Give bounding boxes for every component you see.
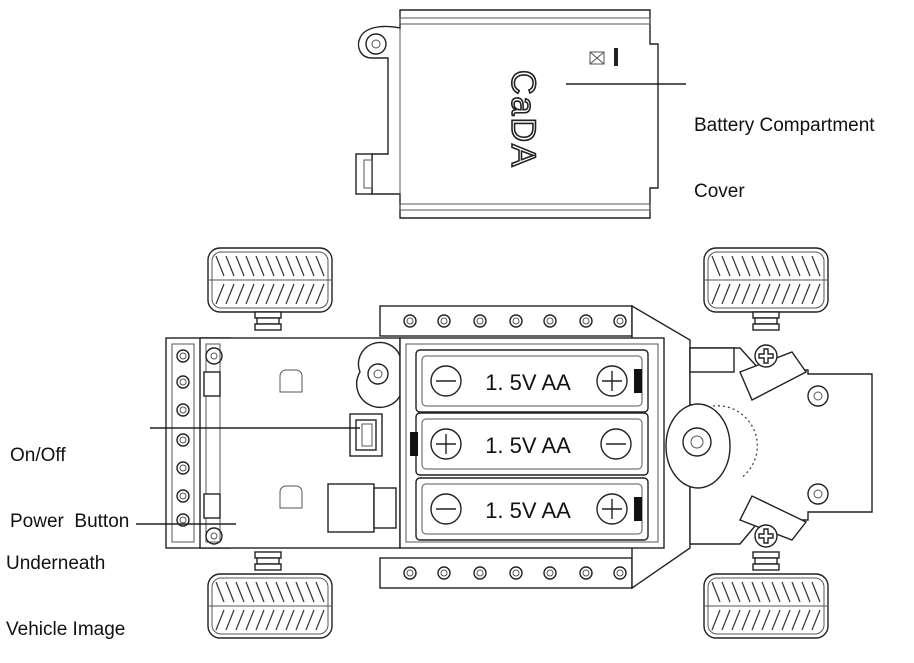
bottom-beam bbox=[379, 557, 633, 589]
battery-label: 1. 5V AA bbox=[485, 498, 571, 523]
steering-gear-icon bbox=[665, 403, 758, 489]
underneath-callout: Underneath Vehicle Image bbox=[6, 509, 125, 663]
latch-block bbox=[327, 483, 375, 533]
battery-cover-callout: Battery Compartment Cover bbox=[694, 71, 875, 225]
cover-hinge-hole bbox=[365, 33, 387, 55]
cover-logo: CaDA bbox=[504, 70, 542, 169]
power-button-callout: On/Off Power Button bbox=[10, 401, 129, 555]
power-button[interactable] bbox=[349, 413, 383, 457]
top-beam bbox=[379, 305, 633, 337]
battery-label: 1. 5V AA bbox=[485, 370, 571, 395]
battery-plus-icon bbox=[596, 493, 628, 525]
battery-cover-callout-line1: Battery Compartment bbox=[694, 115, 875, 136]
battery-1: 1. 5V AA bbox=[415, 349, 649, 413]
battery-cover-callout-line2: Cover bbox=[694, 181, 745, 202]
battery-label: 1. 5V AA bbox=[485, 433, 571, 458]
battery-plus-icon bbox=[430, 428, 462, 460]
underneath-callout-line2: Vehicle Image bbox=[6, 619, 126, 640]
battery-minus-icon bbox=[600, 428, 632, 460]
wheel-front-right bbox=[703, 247, 829, 331]
wheel-front-left bbox=[207, 247, 333, 331]
battery-3: 1. 5V AA bbox=[415, 477, 649, 541]
wheel-rear-right bbox=[703, 551, 829, 639]
battery-symbol-icon bbox=[589, 48, 618, 66]
battery-minus-icon bbox=[430, 365, 462, 397]
battery-2: 1. 5V AA bbox=[410, 412, 649, 476]
battery-minus-icon bbox=[430, 493, 462, 525]
wheel-rear-left bbox=[207, 551, 333, 639]
battery-compartment-cover: CaDA bbox=[355, 9, 686, 219]
underneath-callout-line1: Underneath bbox=[6, 553, 106, 574]
battery-plus-icon bbox=[596, 365, 628, 397]
power-button-callout-line1: On/Off bbox=[10, 445, 66, 466]
power-button-callout-line2: Power Button bbox=[10, 511, 130, 532]
